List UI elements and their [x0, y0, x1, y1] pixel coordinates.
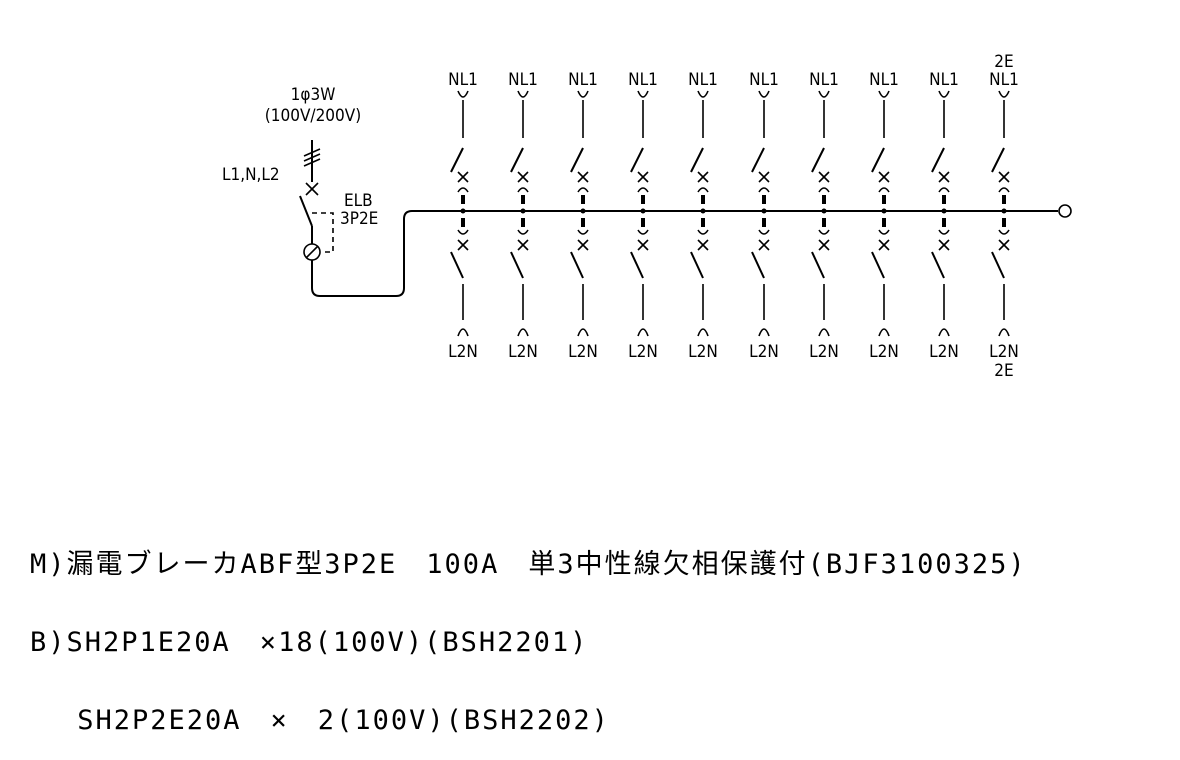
branch-bottom-label: L2N — [568, 342, 598, 362]
branch-bottom-label: L2N — [989, 342, 1019, 362]
main-breaker-poles-label: 3P2E — [340, 209, 378, 229]
supply-voltage-label: (100V/200V) — [265, 106, 361, 126]
incoming-feeder — [303, 140, 321, 196]
branch-top-label: NL1 — [508, 70, 538, 90]
supply-conductors-label: L1,N,L2 — [222, 165, 280, 185]
main-breaker-type-label: ELB — [344, 191, 373, 211]
branch-top-label: NL1 — [688, 70, 718, 90]
branch-bottom-label: L2N — [929, 342, 959, 362]
branch-top-label: NL1 — [929, 70, 959, 90]
branch-top-label: NL1 — [869, 70, 899, 90]
branch-bottom-label: L2N — [809, 342, 839, 362]
branch-circuits: NL1L2NNL1L2NNL1L2NNL1L2NNL1L2NNL1L2NNL1L… — [448, 52, 1019, 381]
branch-top-label: NL1 — [749, 70, 779, 90]
branch-top-label: NL1 — [448, 70, 478, 90]
branch-bottom-label: L2N — [688, 342, 718, 362]
branch-bottom-label: L2N — [749, 342, 779, 362]
branch-top-extra-label: 2E — [994, 52, 1013, 72]
branch-bottom-label: L2N — [448, 342, 478, 362]
equipment-notes: M)漏電ブレーカABF型3P2E 100A 単3中性線欠相保護付(BJF3100… — [30, 500, 1027, 760]
branch-bottom-label: L2N — [869, 342, 899, 362]
branch-top-label: NL1 — [989, 70, 1019, 90]
note-main-breaker: M)漏電ブレーカABF型3P2E 100A 単3中性線欠相保護付(BJF3100… — [30, 549, 1027, 580]
note-branch-breaker-1e: B)SH2P1E20A ×18(100V)(BSH2201) — [30, 627, 589, 658]
note-branch-breaker-2e: SH2P2E20A × 2(100V)(BSH2202) — [30, 705, 610, 736]
panel-single-line-diagram: 1φ3W (100V/200V) L1,N,L2 ELB 3P2E NL1L2N… — [222, 52, 1072, 381]
supply-phase-label: 1φ3W — [291, 85, 336, 105]
branch-bottom-label: L2N — [628, 342, 658, 362]
branch-top-label: NL1 — [809, 70, 839, 90]
branch-top-label: NL1 — [568, 70, 598, 90]
branch-bottom-label: L2N — [508, 342, 538, 362]
branch-top-label: NL1 — [628, 70, 658, 90]
branch-bottom-extra-label: 2E — [994, 361, 1013, 381]
main-earth-leakage-breaker — [299, 195, 1072, 297]
